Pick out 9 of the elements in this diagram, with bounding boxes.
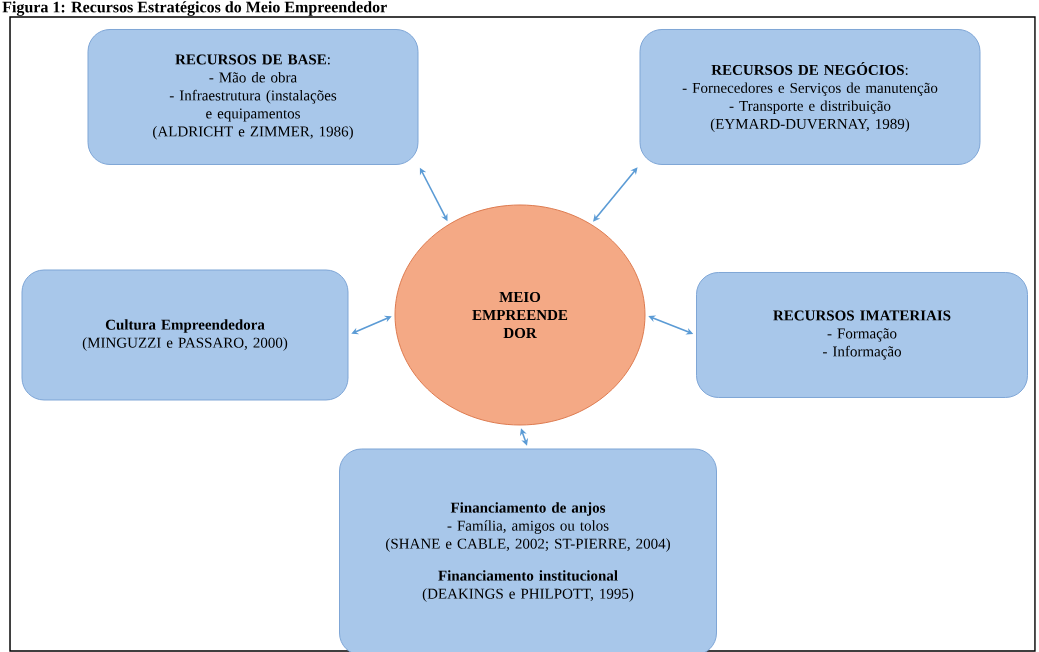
rounded-box: RECURSOS DE BASE: - Mão de obra - Infraestrutura (instalações e equipamentos (ALDRICHT e ZIMMER, 1986) — [87, 29, 419, 165]
ellipse-node: MEIO EMPREENDE DOR — [394, 204, 646, 426]
double-arrow — [351, 315, 392, 335]
rounded-box: Financiamento de anjos - Família, amigos ou tolos (SHANE e CABLE, 2002; ST-PIERRE, 2004) Financiamento institucional (DEAKINGS e PHILPOTT, 1995) — [339, 448, 717, 652]
rounded-box: RECURSOS DE NEGÓCIOS: - Fornecedores e Serviços de manutenção - Transporte e distribuição (EYMARD-DUVERNAY, 1989) — [639, 29, 981, 165]
double-arrow — [593, 167, 638, 222]
figure-title: Figura 1: Recursos Estratégicos do Meio Empreendedor — [2, 1, 387, 16]
rounded-box: Cultura Empreendedora (MINGUZZI e PASSARO, 2000) — [21, 269, 349, 401]
rounded-box: RECURSOS IMATERIAIS - Formação - Informação — [696, 272, 1028, 398]
